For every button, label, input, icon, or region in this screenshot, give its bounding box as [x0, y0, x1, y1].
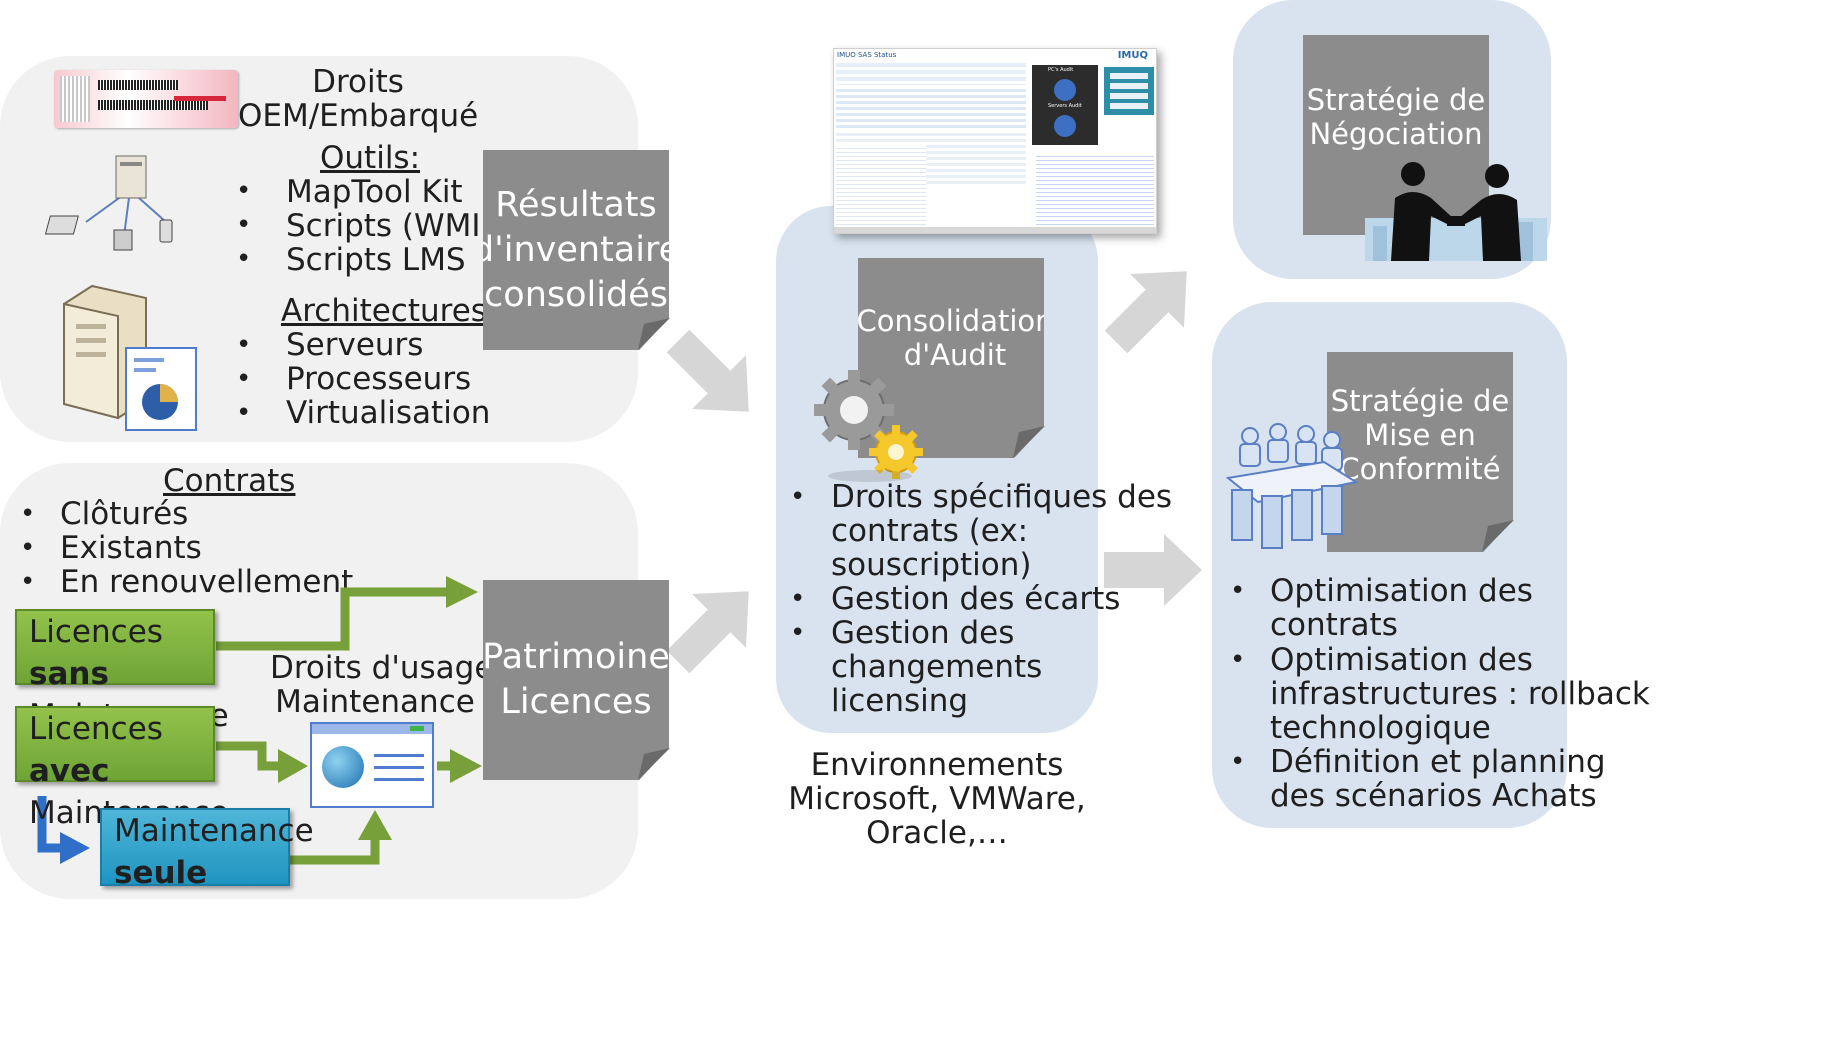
- maintenance-seule-label-line2: seule: [114, 855, 208, 891]
- consolidation-line: Consolidation: [856, 304, 1054, 338]
- conformite-bullet-line: des scénarios Achats: [1270, 778, 1597, 814]
- droits-title-line1: Droits: [312, 64, 404, 100]
- thumbnail-logo: IMUQ: [1117, 50, 1148, 61]
- bullet-icon: •: [236, 330, 252, 360]
- negociation-line: Négociation: [1309, 117, 1483, 151]
- consolidation-bullet-line: contrats (ex:: [831, 513, 1029, 549]
- outils-item: Scripts LMS: [286, 242, 466, 278]
- licences-avec-label-b: avec: [29, 753, 110, 789]
- handshake-icon: [1365, 162, 1547, 261]
- conformite-line: Stratégie de: [1330, 384, 1510, 418]
- outils-item: MapTool Kit: [286, 174, 463, 210]
- droits-title-line2: OEM/Embarqué: [238, 98, 479, 134]
- environnements-line: Oracle,…: [866, 815, 1008, 851]
- environnements-line: Environnements: [810, 747, 1064, 783]
- bullet-icon: •: [20, 567, 36, 597]
- consolidation-bullet-line: Gestion des: [831, 615, 1015, 651]
- web-window-icon: [310, 722, 434, 808]
- resultats-inventaire-note: Résultats d'inventaire consolidés: [483, 150, 669, 350]
- bullet-icon: •: [790, 482, 806, 512]
- bullet-icon: •: [236, 210, 252, 240]
- resultats-line: Résultats: [495, 184, 657, 225]
- arch-item: Processeurs: [286, 361, 472, 397]
- bullet-icon: •: [236, 176, 252, 206]
- conformite-bullet-line: Définition et planning: [1270, 744, 1606, 780]
- conformite-bullet-line: technologique: [1270, 710, 1491, 746]
- architectures-heading: Architectures: [281, 293, 487, 329]
- server-report-icon: [63, 284, 197, 431]
- gears-icon: [814, 370, 923, 482]
- patrimoine-line: Licences: [500, 682, 652, 722]
- droits-usage-line1: Droits d'usage: [270, 650, 494, 686]
- consolidation-line: d'Audit: [903, 338, 1007, 372]
- consolidation-audit-note: Consolidation d'Audit: [858, 258, 1044, 458]
- thumbnail-title: IMUO SAS Status: [837, 51, 897, 59]
- consolidation-bullet-line: Gestion des écarts: [831, 581, 1121, 617]
- contrats-item: Existants: [60, 530, 202, 566]
- environnements-line: Microsoft, VMWare,: [788, 781, 1086, 817]
- resultats-line: d'inventaire: [471, 229, 681, 270]
- licences-avec-label-a: Licences: [29, 711, 163, 747]
- consolidation-bullet-line: souscription): [831, 547, 1032, 583]
- bullet-icon: •: [20, 533, 36, 563]
- patrimoine-licences-note: Patrimoine Licences: [483, 580, 669, 780]
- bullet-icon: •: [236, 244, 252, 274]
- contrats-heading: Contrats: [163, 463, 296, 499]
- conformite-line: Mise en: [1364, 418, 1476, 452]
- consolidation-bullet-line: Droits spécifiques des: [831, 479, 1173, 515]
- note-fold-icon: [1013, 426, 1045, 458]
- bullet-icon: •: [1230, 576, 1246, 606]
- bullet-icon: •: [236, 364, 252, 394]
- oem-license-sticker-icon: [54, 70, 238, 128]
- licences-sans-label-b: sans: [29, 656, 109, 692]
- maintenance-seule-box: Maintenance seule: [100, 808, 314, 891]
- droits-usage-line2: Maintenance: [275, 684, 475, 720]
- bullet-icon: •: [20, 499, 36, 529]
- contrats-item: En renouvellement: [60, 564, 354, 600]
- conformite-note: Stratégie de Mise en Conformité: [1327, 352, 1513, 552]
- bullet-icon: •: [1230, 645, 1246, 675]
- conformite-bullet-line: infrastructures : rollback: [1270, 676, 1650, 712]
- note-fold-icon: [1482, 520, 1514, 552]
- bullet-icon: •: [790, 584, 806, 614]
- conformite-line: Conformité: [1339, 452, 1501, 486]
- note-fold-icon: [638, 318, 670, 350]
- bullet-icon: •: [790, 618, 806, 648]
- maintenance-seule-label-line1: Maintenance: [114, 813, 314, 849]
- consolidation-bullet-line: changements: [831, 649, 1043, 685]
- thumbnail-chart2: Servers Audit: [1048, 103, 1082, 109]
- thumbnail-chart1: PC's Audit: [1048, 67, 1074, 73]
- meeting-table-icon: [1225, 423, 1359, 549]
- note-fold-icon: [638, 748, 670, 780]
- bullet-icon: •: [236, 398, 252, 428]
- audit-dashboard-thumbnail: IMUO SAS Status IMUQ PC's Audit Servers …: [833, 48, 1157, 234]
- licences-avec-maintenance-box: Licences avec Maintenance: [15, 706, 229, 831]
- contrats-item: Clôturés: [60, 496, 189, 532]
- licences-sans-label-a: Licences: [29, 614, 163, 650]
- consolidation-bullet-line: licensing: [831, 683, 969, 719]
- outils-heading: Outils:: [320, 140, 421, 176]
- negociation-line: Stratégie de: [1306, 83, 1486, 117]
- patrimoine-line: Patrimoine: [482, 637, 670, 677]
- arch-item: Serveurs: [286, 327, 424, 363]
- conformite-bullet-line: Optimisation des: [1270, 642, 1533, 678]
- resultats-line: consolidés: [484, 274, 668, 315]
- network-devices-icon: [44, 155, 173, 251]
- conformite-bullet-line: contrats: [1270, 607, 1398, 643]
- arch-item: Virtualisation: [286, 395, 491, 431]
- negociation-note: Stratégie de Négociation: [1303, 35, 1489, 235]
- conformite-bullet-line: Optimisation des: [1270, 573, 1533, 609]
- bullet-icon: •: [1230, 747, 1246, 777]
